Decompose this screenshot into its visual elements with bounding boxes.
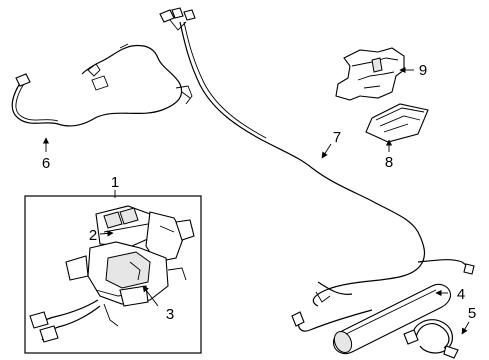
callout-5: 5 bbox=[468, 305, 476, 322]
wiring-harness-main bbox=[159, 7, 475, 332]
callout-9: 9 bbox=[419, 62, 427, 79]
mounting-bracket bbox=[335, 47, 405, 101]
wiring-harness-left bbox=[11, 43, 193, 127]
callout-8: 8 bbox=[385, 154, 393, 171]
mounting-clamp bbox=[403, 319, 459, 359]
accumulator-cylinder bbox=[332, 283, 452, 355]
callout-3: 3 bbox=[166, 306, 174, 323]
callout-4: 4 bbox=[457, 286, 465, 303]
callout-6: 6 bbox=[42, 155, 50, 172]
pump-valve-assembly bbox=[29, 205, 195, 343]
control-module bbox=[365, 103, 429, 143]
callout-7: 7 bbox=[333, 129, 341, 146]
leader-lines bbox=[42, 66, 470, 335]
callout-2: 2 bbox=[89, 227, 97, 244]
callout-1: 1 bbox=[111, 174, 119, 191]
